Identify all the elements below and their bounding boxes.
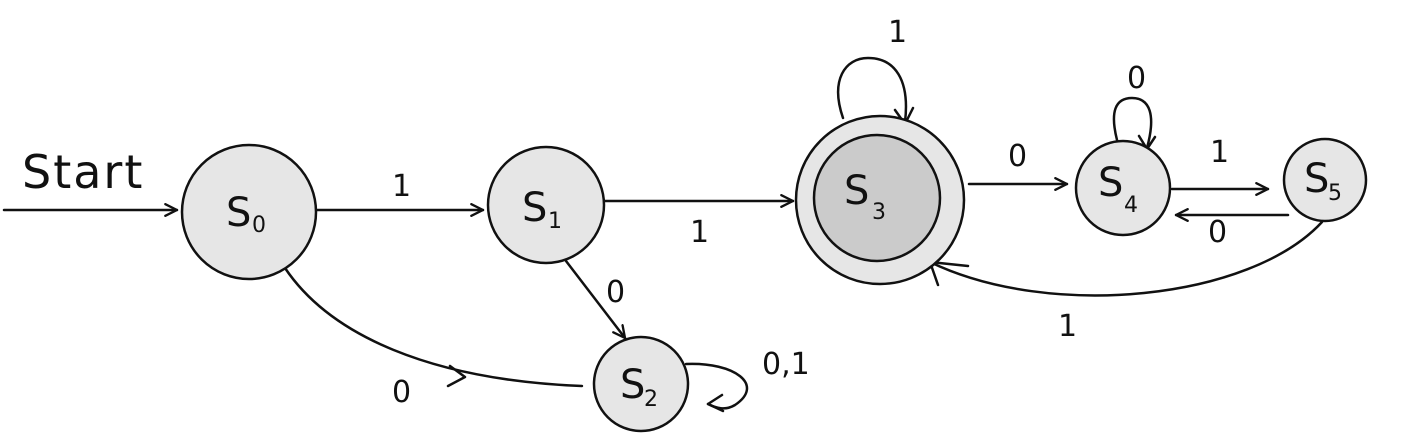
state-s4-letter: S [1098,160,1123,206]
edge-s3-s4-label: 0 [1008,139,1027,174]
edge-s0-s2-arrowhead [446,364,467,388]
edge-s1-s3-label: 1 [690,215,709,250]
state-s0: S 0 [180,143,318,281]
edge-s5-s3-label: 1 [1058,309,1077,344]
edge-s2-self-loop: 0,1 [684,347,810,413]
edge-s1-s2-arrow [564,259,627,340]
start-label: Start [22,145,144,199]
edge-s4-self-loop: 0 [1112,61,1157,151]
state-s0-circle [180,143,318,281]
state-s4-subscript: 4 [1124,193,1138,218]
state-s5-subscript: 5 [1328,181,1342,206]
state-s4-circle [1074,139,1172,237]
state-s3-accepting: S 3 [794,114,966,286]
edge-s0-s2-path [283,266,584,388]
state-s1-subscript: 1 [548,209,562,234]
state-s2-subscript: 2 [644,387,658,412]
edge-s4-s5-label: 1 [1210,135,1229,170]
edge-s5-s3-path [928,220,1324,297]
edge-s2-loop-arrowhead [706,393,725,413]
state-s2-letter: S [620,362,645,408]
edge-s3-loop-path [837,56,908,124]
state-s0-letter: S [226,190,251,236]
state-s1-letter: S [522,185,547,231]
state-s0-subscript: 0 [252,213,266,238]
edge-s4-s5: 1 [1170,135,1270,196]
state-s2: S 2 [592,335,690,433]
edge-s0-s2-label: 0 [392,375,411,410]
edge-s3-self-loop: 1 [837,15,915,126]
state-s3-letter: S [844,168,869,214]
state-s2-circle [592,335,690,433]
start-transition: Start [2,145,179,217]
edge-s0-s2: 0 [283,266,584,410]
edge-s1-s2: 0 [564,259,627,340]
state-s1: S 1 [486,145,606,265]
edge-s3-s4: 0 [967,139,1069,191]
state-s3-subscript: 3 [872,200,886,225]
edge-s3-loop-label: 1 [888,15,907,50]
edge-s0-s1: 1 [314,169,485,217]
edge-s5-s4: 0 [1174,208,1290,250]
state-s5-letter: S [1304,156,1329,202]
edge-s2-loop-label: 0,1 [762,347,810,382]
edge-s4-loop-label: 0 [1127,61,1146,96]
edge-s5-s4-label: 0 [1208,215,1227,250]
edge-s2-loop-path [684,362,749,410]
edge-s4-loop-path [1112,96,1153,150]
state-s4: S 4 [1074,139,1172,237]
edge-s1-s3: 1 [603,194,795,250]
edge-s1-s2-label: 0 [606,275,625,310]
state-s5-circle [1282,137,1368,223]
state-s3-inner-circle [812,133,942,263]
edge-s5-s3: 1 [928,220,1324,344]
state-s1-circle [486,145,606,265]
state-s5: S 5 [1282,137,1368,223]
edge-s0-s1-label: 1 [392,169,411,204]
